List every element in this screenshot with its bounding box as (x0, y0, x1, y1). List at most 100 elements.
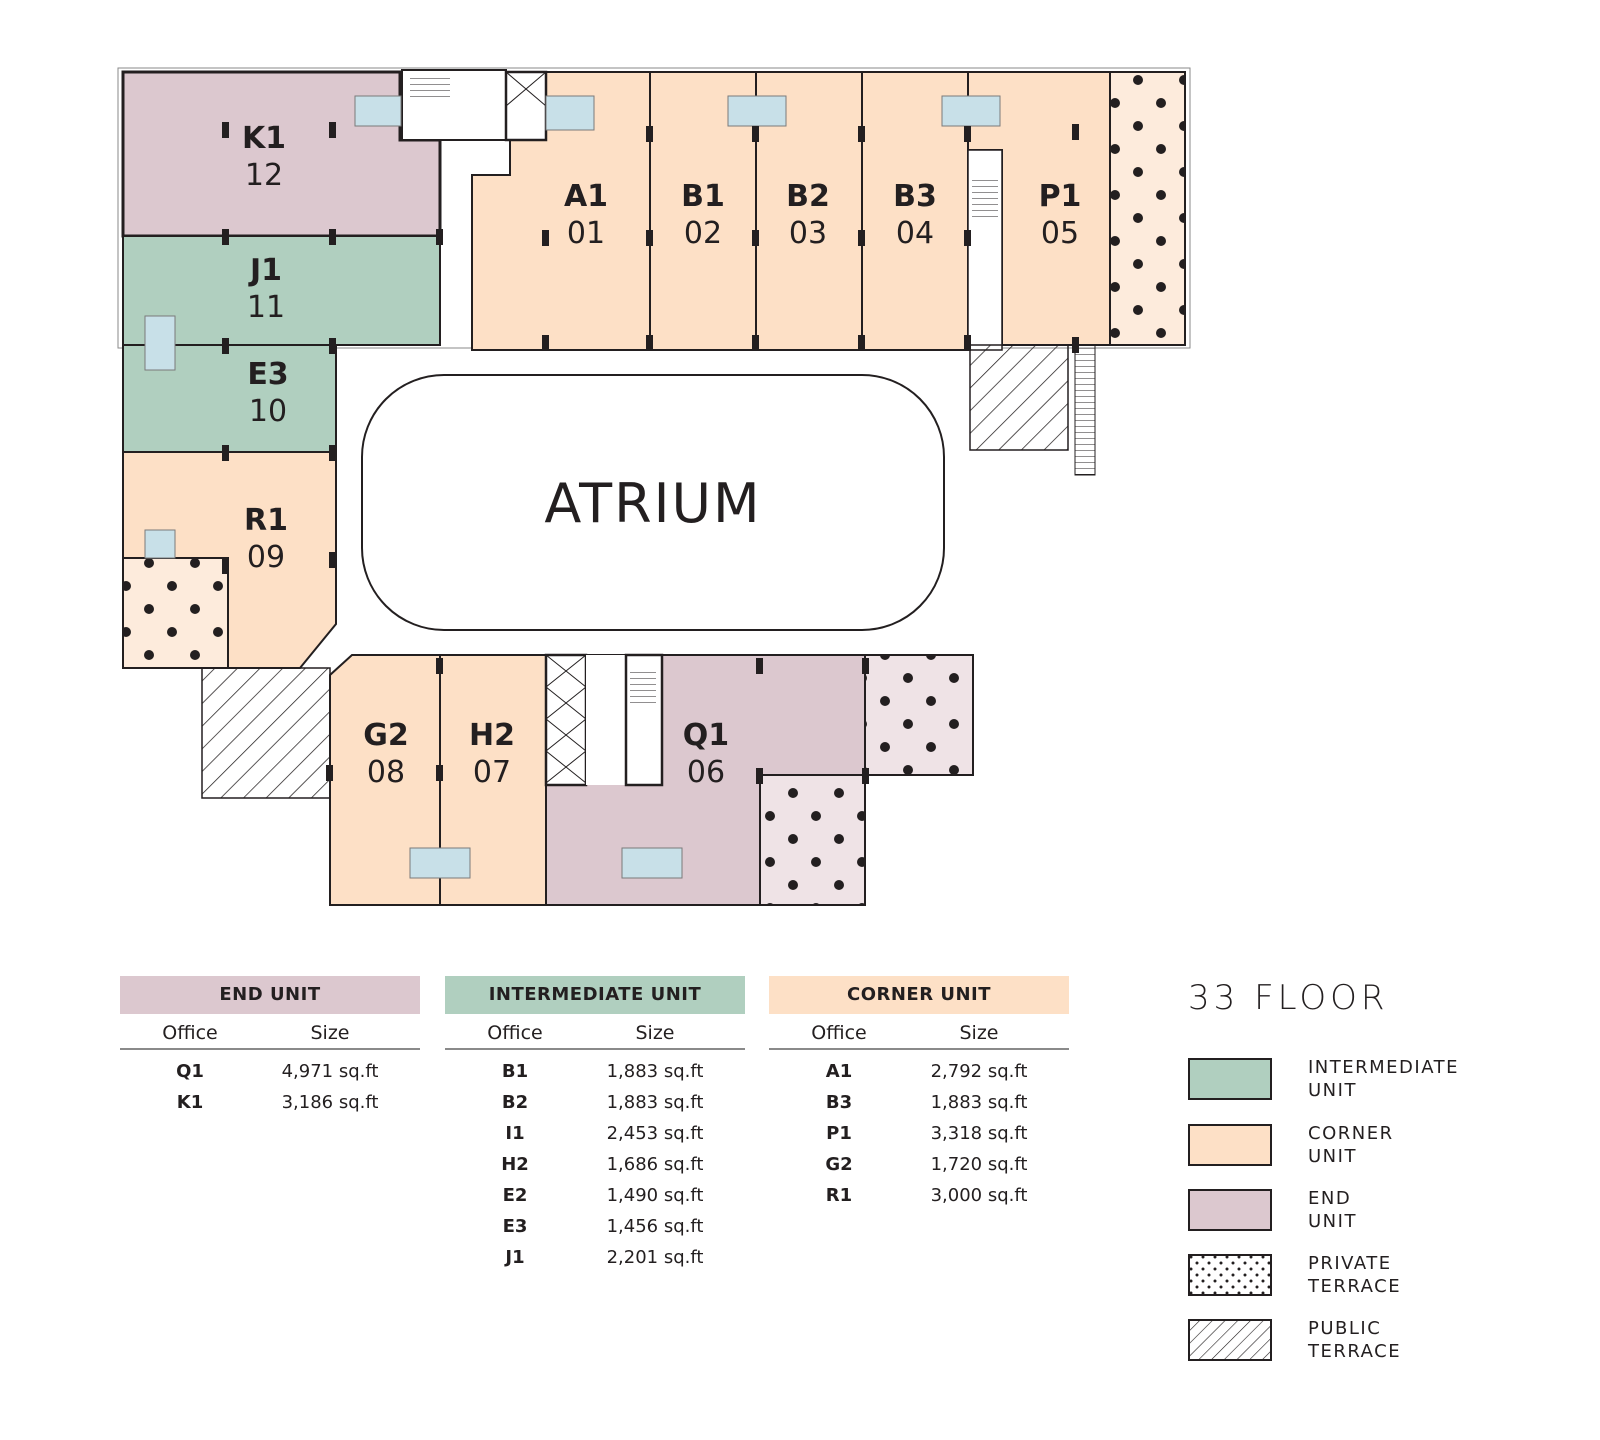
office-cell: B2 (501, 1092, 529, 1113)
unit-number-r1: 09 (247, 540, 285, 575)
unit-number-j1: 11 (247, 290, 285, 325)
size-cell: 3,186 sq.ft (281, 1092, 379, 1113)
unit-code-e3: E3 (247, 357, 288, 392)
col-office: Office (811, 1022, 867, 1044)
unit-number-q1: 06 (687, 755, 725, 790)
unit-number-b1: 02 (684, 216, 722, 251)
restroom-k1 (354, 95, 402, 127)
unit-code-g2: G2 (363, 718, 409, 753)
corner-unit-table-header: CORNER UNIT (769, 976, 1069, 1014)
size-cell: 1,883 sq.ft (930, 1092, 1028, 1113)
office-cell: Q1 (176, 1061, 204, 1082)
office-cell: P1 (826, 1123, 852, 1144)
col-size: Size (635, 1022, 675, 1044)
atrium (361, 374, 945, 631)
restroom-b3p1 (941, 95, 1001, 127)
private-terrace-r1-dots (123, 558, 228, 668)
unit-code-h2: H2 (469, 718, 515, 753)
unit-number-e3: 10 (249, 394, 287, 429)
lift-crosses (545, 654, 587, 784)
stairs-north (410, 74, 450, 102)
table-row: H2 1,686 sq.ft (445, 1149, 745, 1180)
unit-number-p1: 05 (1041, 216, 1079, 251)
unit-number-h2: 07 (473, 755, 511, 790)
size-cell: 1,720 sq.ft (930, 1154, 1028, 1175)
office-cell: I1 (505, 1123, 525, 1144)
table-row: B2 1,883 sq.ft (445, 1087, 745, 1118)
unit-code-k1: K1 (242, 121, 286, 156)
unit-code-b2: B2 (786, 179, 830, 214)
table-row: E2 1,490 sq.ft (445, 1180, 745, 1211)
intermediate-unit-table-header: INTERMEDIATE UNIT (445, 976, 745, 1014)
table-row: Q1 4,971 sq.ft (120, 1056, 420, 1087)
size-cell: 1,883 sq.ft (606, 1092, 704, 1113)
stairs-east (972, 180, 998, 220)
size-cell: 2,792 sq.ft (930, 1061, 1028, 1082)
office-cell: B1 (501, 1061, 529, 1082)
swatch-public-terrace (1188, 1319, 1272, 1361)
private-terrace-p1-dots (1110, 72, 1185, 345)
atrium-label: ATRIUM (544, 472, 761, 535)
table-row: G2 1,720 sq.ft (769, 1149, 1069, 1180)
floor-title: 33 FLOOR (1188, 978, 1389, 1018)
size-cell: 1,456 sq.ft (606, 1216, 704, 1237)
floor-plan: ATRIUM K112J111E310R109A101B102B203B304P… (117, 67, 1191, 906)
swatch-intermediate (1188, 1058, 1272, 1100)
unit-g2-area (329, 654, 441, 906)
office-cell: J1 (505, 1247, 525, 1268)
unit-code-q1: Q1 (683, 718, 729, 753)
structural-columns (222, 122, 1079, 784)
unit-code-b3: B3 (893, 179, 937, 214)
restroom-q1 (621, 847, 683, 879)
size-cell: 3,318 sq.ft (930, 1123, 1028, 1144)
office-cell: G2 (825, 1154, 853, 1175)
unit-number-b3: 04 (896, 216, 934, 251)
public-terrace-left (201, 667, 331, 799)
unit-number-b2: 03 (789, 216, 827, 251)
size-cell: 3,000 sq.ft (930, 1185, 1028, 1206)
restroom-a1 (545, 95, 595, 131)
unit-code-r1: R1 (244, 503, 288, 538)
col-office: Office (487, 1022, 543, 1044)
swatch-corner (1188, 1124, 1272, 1166)
unit-number-g2: 08 (367, 755, 405, 790)
office-cell: E2 (502, 1185, 528, 1206)
office-cell: A1 (825, 1061, 853, 1082)
col-size: Size (310, 1022, 350, 1044)
unit-code-p1: P1 (1039, 179, 1082, 214)
col-size: Size (959, 1022, 999, 1044)
unit-number-a1: 01 (567, 216, 605, 251)
public-terrace-right (969, 344, 1069, 451)
restroom-r1 (144, 529, 176, 559)
corridor-core-south (586, 655, 626, 785)
table-row: P1 3,318 sq.ft (769, 1118, 1069, 1149)
restroom-g2h2 (409, 847, 471, 879)
end-unit-table-header: END UNIT (120, 976, 420, 1014)
intermediate-unit-table: INTERMEDIATE UNIT Office Size B1 1,883 sq.… (445, 976, 745, 1273)
lift-core-south (544, 653, 588, 787)
restroom-b1b2 (727, 95, 787, 127)
restroom-j1e3 (144, 315, 176, 371)
office-cell: R1 (825, 1185, 853, 1206)
size-cell: 1,490 sq.ft (606, 1185, 704, 1206)
lift-north (504, 70, 548, 142)
stairs-exterior (1074, 344, 1096, 476)
unit-number-k1: 12 (245, 158, 283, 193)
size-cell: 4,971 sq.ft (281, 1061, 379, 1082)
swatch-private-terrace (1188, 1254, 1272, 1296)
unit-code-a1: A1 (564, 179, 608, 214)
size-cell: 1,686 sq.ft (606, 1154, 704, 1175)
office-cell: H2 (501, 1154, 529, 1175)
